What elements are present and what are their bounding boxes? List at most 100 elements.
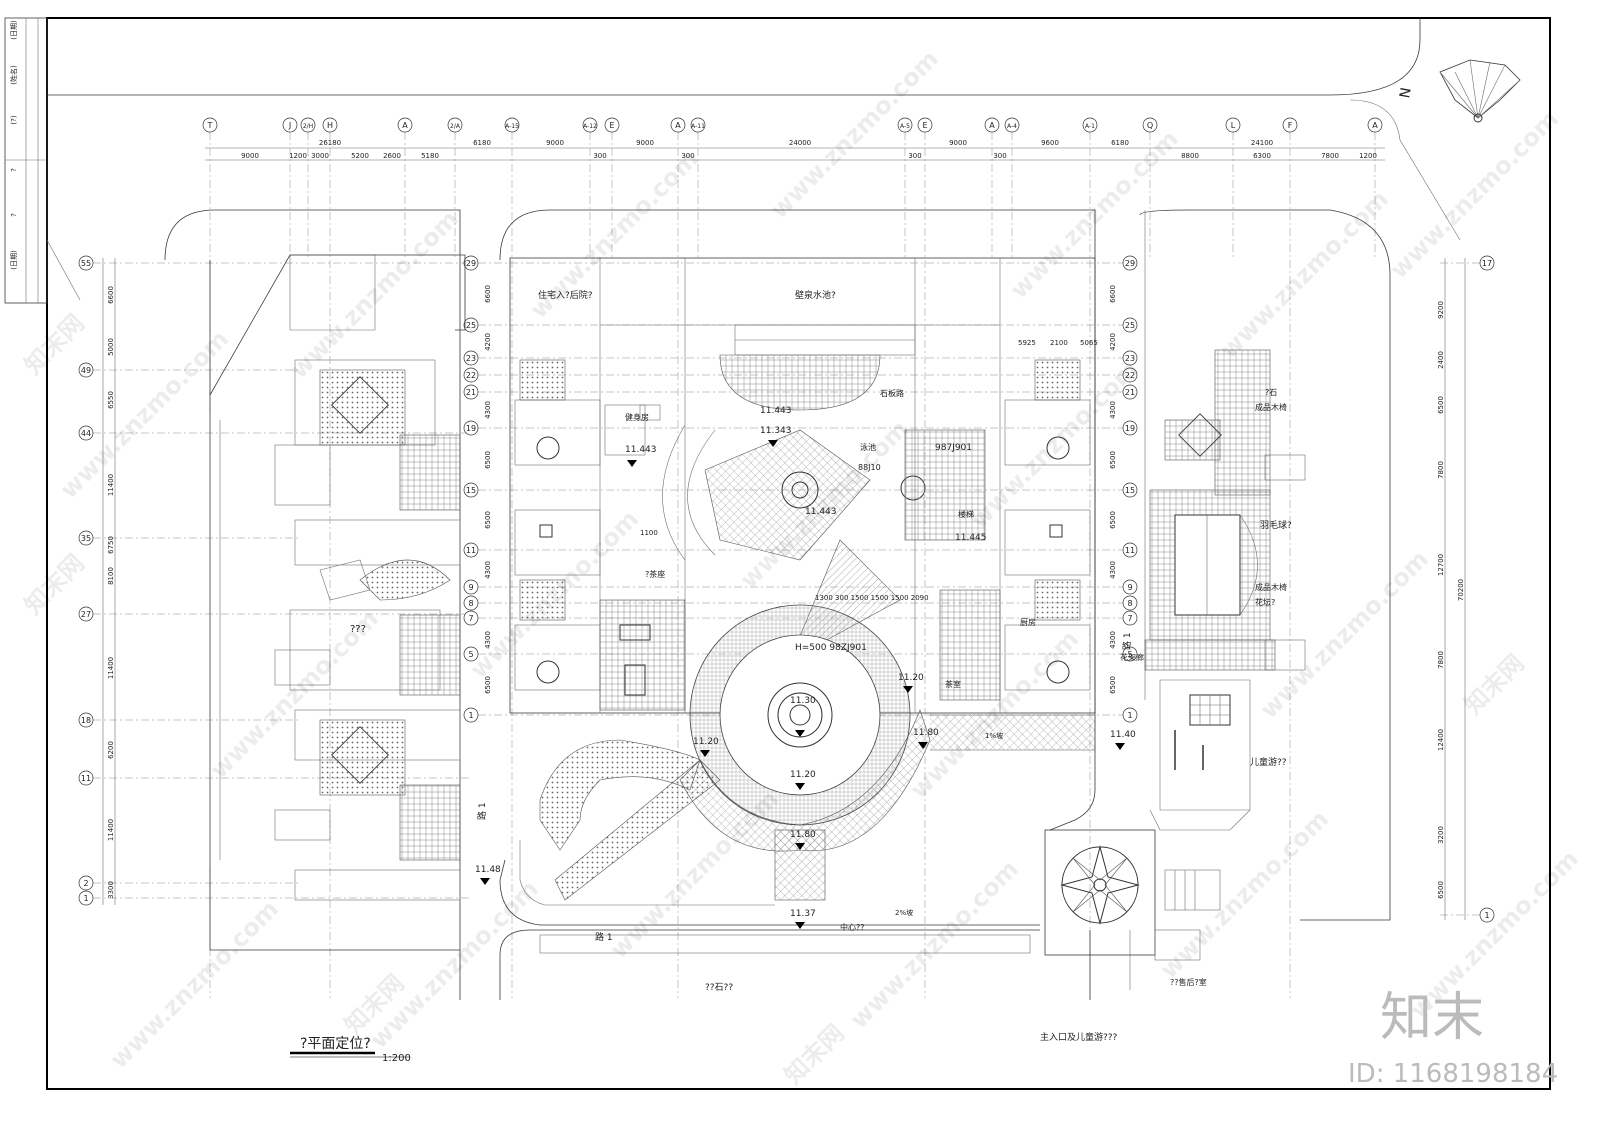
dim-5925: 5925 (1018, 339, 1036, 347)
axis-bubble-center-right: 23 (1122, 350, 1138, 366)
kitchen-label: 厨房 (1020, 617, 1036, 627)
axis-bubble-top-label: A (675, 121, 681, 130)
axis-bubble-center-right: 5 (1122, 646, 1138, 662)
left-dim: 6550 (107, 391, 115, 409)
top-dim-secondary: 9000 (241, 152, 259, 160)
stamp-label: (日期) (10, 250, 18, 270)
axis-bubble-center-left-label: 9 (468, 583, 473, 592)
bench1-label: 成品木椅 (1255, 402, 1287, 412)
axis-bubble-right-top: 17 (1479, 255, 1495, 271)
axis-bubble-left: 11 (78, 770, 94, 786)
axis-bubble-center-left-label: 22 (466, 371, 476, 380)
axis-bubble-center-left: 25 (463, 317, 479, 333)
left-axis-bubbles: 5549443527181121660050006550114006750810… (78, 255, 470, 906)
watermark-text: www.znzmo.com (525, 145, 704, 324)
center-dim-left: 4300 (484, 561, 492, 579)
axis-bubble-left: 44 (78, 425, 94, 441)
elev-1130: 11.30 (790, 696, 816, 706)
left-dim: 3300 (107, 881, 115, 899)
axis-bubble-top: A (1367, 117, 1383, 133)
axis-bubble-top-label: E (922, 121, 927, 130)
axis-bubble-top: T (202, 117, 218, 133)
center-dim-right: 4300 (1109, 631, 1117, 649)
axis-bubble-center-left-label: 23 (466, 354, 476, 363)
pool-label: 泳池 (860, 442, 876, 452)
top-dim-secondary: 300 (908, 152, 921, 160)
elev-1140: 11.40 (1110, 730, 1136, 740)
right-dim: 12400 (1437, 729, 1445, 751)
axis-bubble-center-left: 21 (463, 384, 479, 400)
axis-bubble-top-label: J (288, 121, 291, 130)
center-dim-right: 4300 (1109, 561, 1117, 579)
watermark-text: www.znzmo.com (1255, 545, 1434, 724)
center-dim-right: 6500 (1109, 676, 1117, 694)
axis-bubble-top: L (1225, 117, 1241, 133)
top-dim-secondary: 3000 (311, 152, 329, 160)
curved-garden-path (499, 739, 1040, 926)
axis-bubble-center-left: 1 (463, 707, 479, 723)
axis-bubble-center-right-label: 9 (1127, 583, 1132, 592)
watermark-text: www.znzmo.com (1215, 185, 1394, 364)
top-dim: 9600 (1041, 139, 1059, 147)
road-label-east: 路 1 (1121, 632, 1133, 650)
axis-bubble-top: A-15 (504, 117, 520, 133)
axis-bubble-center-left: 22 (463, 367, 479, 383)
center-dim-right: 4200 (1109, 333, 1117, 351)
stamp-label: (姓名) (9, 65, 18, 85)
top-dim: 6180 (473, 139, 491, 147)
axis-bubble-top-label: A-15 (505, 123, 519, 130)
center-dim-left: 6600 (484, 285, 492, 303)
top-dim-secondary: 300 (593, 152, 606, 160)
axis-bubble-right-bottom: 1 (1479, 907, 1495, 923)
top-dim-secondary: 5180 (421, 152, 439, 160)
playground-label: 儿童游?? (1250, 756, 1287, 768)
road-label-west: 路 1 (476, 802, 488, 820)
tea-seat-label: ?茶座 (645, 569, 665, 579)
watermark-text-cn: 知末网 (1459, 649, 1530, 720)
pool-code-label: 88J10 (858, 463, 881, 472)
axis-bubble-left: 18 (78, 712, 94, 728)
watermark-text-cn: 知末网 (779, 1019, 850, 1090)
dim-row: 1300 300 1500 1500 1500 2090 (815, 594, 929, 602)
elev-1137: 11.37 (790, 909, 816, 919)
watermark-text: www.znzmo.com (1385, 105, 1564, 284)
central-lot-outline (499, 209, 1096, 831)
axis-bubble-left: 35 (78, 530, 94, 546)
left-dim: 8100 (107, 567, 115, 585)
elev-11443b: 11.443 (760, 406, 792, 416)
ramp-elevation-note-2: 987J901 (935, 443, 972, 453)
right-dimension-column: 1719200240065007800127007800124003200650… (1437, 255, 1495, 923)
axis-bubble-center-left-label: 1 (468, 711, 473, 720)
axis-bubble-center-left: 23 (463, 350, 479, 366)
axis-bubble-center-right-label: 8 (1127, 599, 1132, 608)
elev-1148: 11.48 (475, 865, 501, 875)
axis-bubble-center-left-label: 19 (466, 424, 476, 433)
axis-bubble-left-label: 55 (81, 259, 91, 268)
axis-bubble-center-left: 5 (463, 646, 479, 662)
center-dim-right: 6500 (1109, 511, 1117, 529)
gallery-label: 花架廊 (1120, 652, 1144, 662)
axis-bubble-center-left-label: 8 (468, 599, 473, 608)
dim-1100: 1100 (640, 529, 658, 537)
axis-bubble-center-left: 15 (463, 482, 479, 498)
left-dim: 6600 (107, 286, 115, 304)
right-dim: 7800 (1437, 651, 1445, 669)
axis-bubble-top-label: E (609, 121, 614, 130)
gym-label: 健身房 (625, 412, 649, 422)
watermark-text: www.znzmo.com (605, 785, 784, 964)
bottom-note: ??石?? (705, 983, 733, 993)
pavilion-label: ?石 (1265, 388, 1277, 397)
axis-bubble-top-label: A (989, 121, 995, 130)
axis-bubble-left-label: 44 (81, 429, 91, 438)
top-dim-secondary: 300 (681, 152, 694, 160)
axis-bubble-center-left: 8 (463, 595, 479, 611)
watermark-text: www.znzmo.com (1155, 805, 1334, 984)
center-note: 中心?? (840, 922, 865, 932)
plan-labels: 住宅入?后院? 壁泉水池? 健身房 泳池 88J10 石板路 茶室 ?茶座 成品… (476, 289, 1292, 1043)
axis-bubble-left: 2 (78, 875, 94, 891)
tea-room-label: 茶室 (945, 679, 961, 689)
axis-bubble-right-bottom-label: 1 (1484, 911, 1489, 920)
top-dim: 26180 (319, 139, 341, 147)
